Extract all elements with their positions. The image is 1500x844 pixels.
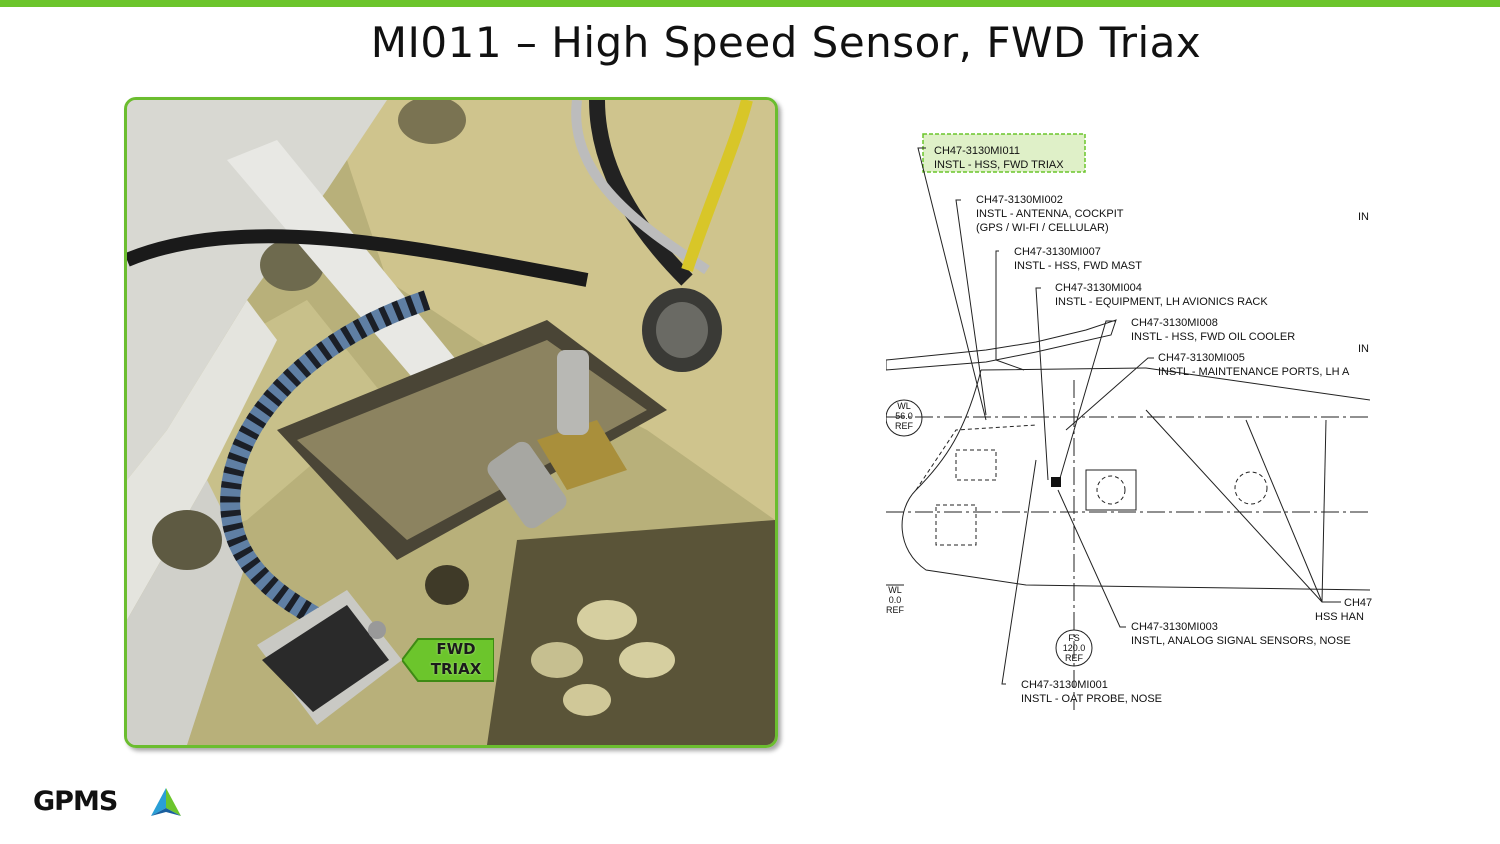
gpms-arrow-icon <box>151 788 181 816</box>
ref-fs-line-1: FS <box>1068 633 1080 643</box>
label-right-top-2: IN <box>1358 343 1369 355</box>
label-mi007-code: CH47-3130MI007 <box>1014 246 1101 258</box>
ref-wl-top-line-1: WL <box>897 401 911 411</box>
label-mi011-desc: INSTL - HSS, FWD TRIAX <box>934 159 1064 171</box>
callout-arrow-shape <box>402 638 494 682</box>
photo-illustration <box>127 100 775 745</box>
fwd-triax-callout: FWD TRIAX <box>402 637 494 683</box>
ref-wl-top-line-3: REF <box>895 421 913 431</box>
label-mi002-desc2: (GPS / WI-FI / CELLULAR) <box>976 222 1109 234</box>
label-right-desc: HSS HAN <box>1315 611 1364 623</box>
installation-photo <box>124 97 778 748</box>
ref-wl-top-line-2: 56.0 <box>895 411 913 421</box>
callout-line-2: TRIAX <box>430 660 482 678</box>
diagram-drawing <box>886 133 1370 710</box>
label-mi001-code: CH47-3130MI001 <box>1021 679 1108 691</box>
label-mi008-code: CH47-3130MI008 <box>1131 317 1218 329</box>
gpms-logo: GPMS <box>33 786 193 822</box>
ref-wl-bottom-line-2: 0.0 <box>888 595 902 605</box>
label-mi003-code: CH47-3130MI003 <box>1131 621 1218 633</box>
slide-title: MI011 – High Speed Sensor, FWD Triax <box>370 18 1202 67</box>
label-mi011-code: CH47-3130MI011 <box>934 145 1021 157</box>
ref-fs-line-3: REF <box>1065 653 1083 663</box>
callout-line-1: FWD <box>436 640 476 658</box>
top-accent-bar <box>0 0 1500 7</box>
label-mi003-desc: INSTL, ANALOG SIGNAL SENSORS, NOSE <box>1131 635 1351 647</box>
label-right-code: CH47 <box>1344 597 1373 609</box>
ref-fs-line-2: 120.0 <box>1062 643 1086 653</box>
label-mi002-code: CH47-3130MI002 <box>976 194 1063 206</box>
label-mi005-code: CH47-3130MI005 <box>1158 352 1245 364</box>
label-mi002-desc: INSTL - ANTENNA, COCKPIT <box>976 208 1124 220</box>
logo-text: GPMS <box>33 786 118 817</box>
label-mi005-desc: INSTL - MAINTENANCE PORTS, LH A <box>1158 366 1350 378</box>
label-right-top-1: IN <box>1358 211 1369 223</box>
label-mi008-desc: INSTL - HSS, FWD OIL COOLER <box>1131 331 1296 343</box>
ref-fs: FS 120.0 REF <box>1058 633 1090 663</box>
ref-wl-top: WL 56.0 REF <box>890 401 918 431</box>
ref-wl-bottom-line-1: WL <box>888 585 902 595</box>
ref-wl-bottom: WL 0.0 REF <box>886 585 904 615</box>
label-mi004-code: CH47-3130MI004 <box>1055 282 1142 294</box>
label-mi007-desc: INSTL - HSS, FWD MAST <box>1014 260 1142 272</box>
installation-diagram: CH47-3130MI011 INSTL - HSS, FWD TRIAX CH… <box>886 130 1373 710</box>
label-mi001-desc: INSTL - OAT PROBE, NOSE <box>1021 693 1162 705</box>
ref-wl-bottom-line-3: REF <box>886 605 904 615</box>
label-mi004-desc: INSTL - EQUIPMENT, LH AVIONICS RACK <box>1055 296 1268 308</box>
